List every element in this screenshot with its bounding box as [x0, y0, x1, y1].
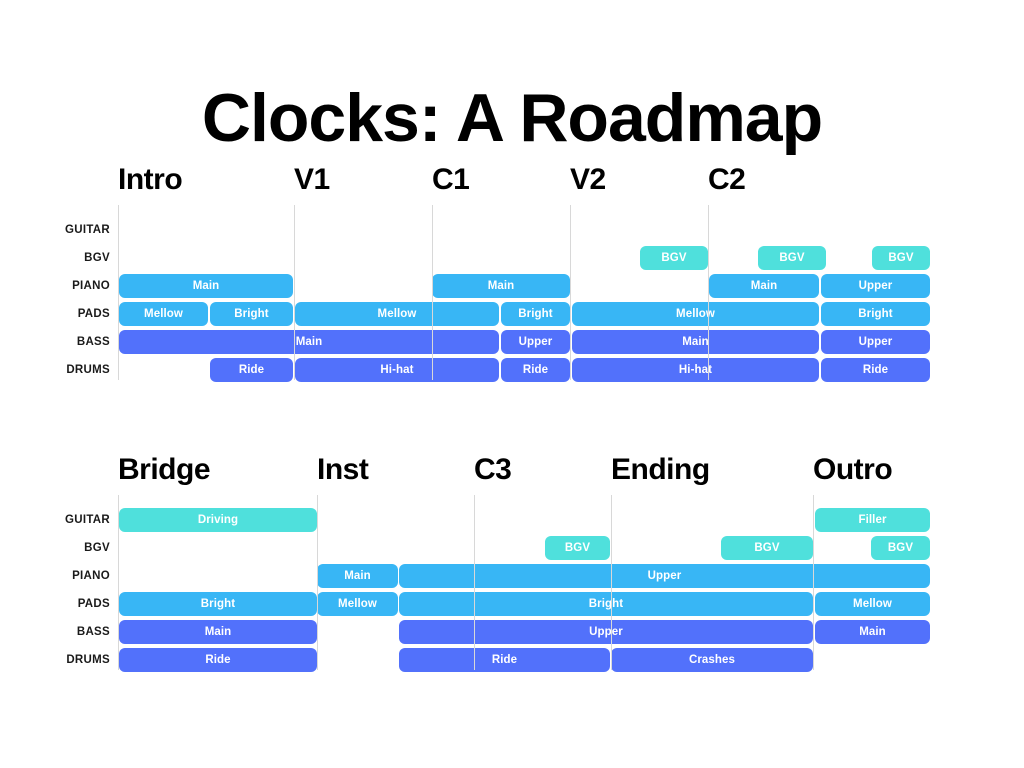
section-label-v2: V2: [570, 163, 606, 196]
section-label-c1: C1: [432, 163, 470, 196]
bar-bass-upper[interactable]: Upper: [399, 620, 813, 644]
section-divider-inst: [317, 495, 318, 670]
bar-bass-main-1[interactable]: Main: [119, 620, 317, 644]
bar-piano-main-2[interactable]: Main: [432, 274, 570, 298]
bar-bgv-1[interactable]: BGV: [640, 246, 708, 270]
bar-bass-main-1[interactable]: Main: [119, 330, 499, 354]
bar-drums-ride-2[interactable]: Ride: [399, 648, 610, 672]
section-label-v1: V1: [294, 163, 330, 196]
row-label-guitar: GUITAR: [64, 224, 110, 236]
bar-piano-main-3[interactable]: Main: [709, 274, 819, 298]
bar-bass-upper-1[interactable]: Upper: [501, 330, 570, 354]
bar-drums-ride-1[interactable]: Ride: [210, 358, 293, 382]
bar-bgv-3[interactable]: BGV: [872, 246, 930, 270]
row-label-drums: DRUMS: [66, 654, 110, 666]
bar-bgv-2[interactable]: BGV: [721, 536, 813, 560]
bar-drums-ride-1[interactable]: Ride: [119, 648, 317, 672]
section-divider-c2: [708, 205, 709, 380]
row-label-bass: BASS: [76, 626, 110, 638]
bar-pads-bright-3[interactable]: Bright: [821, 302, 930, 326]
bar-guitar-filler[interactable]: Filler: [815, 508, 930, 532]
bar-pads-bright-1[interactable]: Bright: [119, 592, 317, 616]
section-divider-bridge: [118, 495, 119, 670]
bar-drums-crashes[interactable]: Crashes: [611, 648, 813, 672]
section-divider-ending: [611, 495, 612, 670]
section-label-c2: C2: [708, 163, 746, 196]
bar-bass-main-2[interactable]: Main: [572, 330, 819, 354]
page-title: Clocks: A Roadmap: [201, 79, 823, 156]
row-label-bgv: BGV: [84, 252, 110, 264]
section-divider-outro: [813, 495, 814, 670]
bar-bgv-1[interactable]: BGV: [545, 536, 610, 560]
roadmap-timeline-second-half: Bridge Inst C3 Ending Outro GUITAR BGV PIANO PA…: [0, 450, 1024, 690]
section-label-c3: C3: [474, 453, 512, 486]
bar-piano-main[interactable]: Main: [317, 564, 398, 588]
bar-pads-mellow-1[interactable]: Mellow: [119, 302, 208, 326]
section-label-intro: Intro: [118, 163, 183, 196]
bar-pads-bright-2[interactable]: Bright: [399, 592, 813, 616]
section-header-row-1: Intro V1 C1 V2 C2: [0, 160, 1024, 200]
bar-drums-ride-3[interactable]: Ride: [821, 358, 930, 382]
bar-pads-mellow-1[interactable]: Mellow: [317, 592, 398, 616]
row-label-bgv: BGV: [84, 542, 110, 554]
section-label-inst: Inst: [317, 453, 369, 486]
section-divider-c1: [432, 205, 433, 380]
row-label-guitar: GUITAR: [64, 514, 110, 526]
row-label-pads: PADS: [77, 308, 110, 320]
section-divider-v1: [294, 205, 295, 380]
section-label-ending: Ending: [611, 453, 710, 486]
section-label-outro: Outro: [813, 453, 893, 486]
roadmap-timeline-first-half: Intro V1 C1 V2 C2 GUITAR BGV PIANO PADS BASS DRUM…: [0, 160, 1024, 400]
row-label-pads: PADS: [77, 598, 110, 610]
bar-pads-mellow-2[interactable]: Mellow: [295, 302, 499, 326]
section-label-bridge: Bridge: [118, 453, 211, 486]
bar-piano-upper[interactable]: Upper: [399, 564, 930, 588]
bar-pads-bright-1[interactable]: Bright: [210, 302, 293, 326]
row-label-piano: PIANO: [72, 570, 110, 582]
bar-bass-main-2[interactable]: Main: [815, 620, 930, 644]
bar-pads-bright-2[interactable]: Bright: [501, 302, 570, 326]
bar-bgv-2[interactable]: BGV: [758, 246, 826, 270]
bar-guitar-driving[interactable]: Driving: [119, 508, 317, 532]
bar-piano-upper-1[interactable]: Upper: [821, 274, 930, 298]
bar-pads-mellow-3[interactable]: Mellow: [572, 302, 819, 326]
section-divider-intro: [118, 205, 119, 380]
bar-drums-hihat-1[interactable]: Hi-hat: [295, 358, 499, 382]
section-divider-c3: [474, 495, 475, 670]
bar-bass-upper-2[interactable]: Upper: [821, 330, 930, 354]
row-label-drums: DRUMS: [66, 364, 110, 376]
section-header-row-2: Bridge Inst C3 Ending Outro: [0, 450, 1024, 490]
row-label-bass: BASS: [76, 336, 110, 348]
row-label-piano: PIANO: [72, 280, 110, 292]
bar-bgv-3[interactable]: BGV: [871, 536, 930, 560]
bar-piano-main-1[interactable]: Main: [119, 274, 293, 298]
bar-drums-hihat-2[interactable]: Hi-hat: [572, 358, 819, 382]
bar-drums-ride-2[interactable]: Ride: [501, 358, 570, 382]
section-divider-v2: [570, 205, 571, 380]
bar-pads-mellow-2[interactable]: Mellow: [815, 592, 930, 616]
